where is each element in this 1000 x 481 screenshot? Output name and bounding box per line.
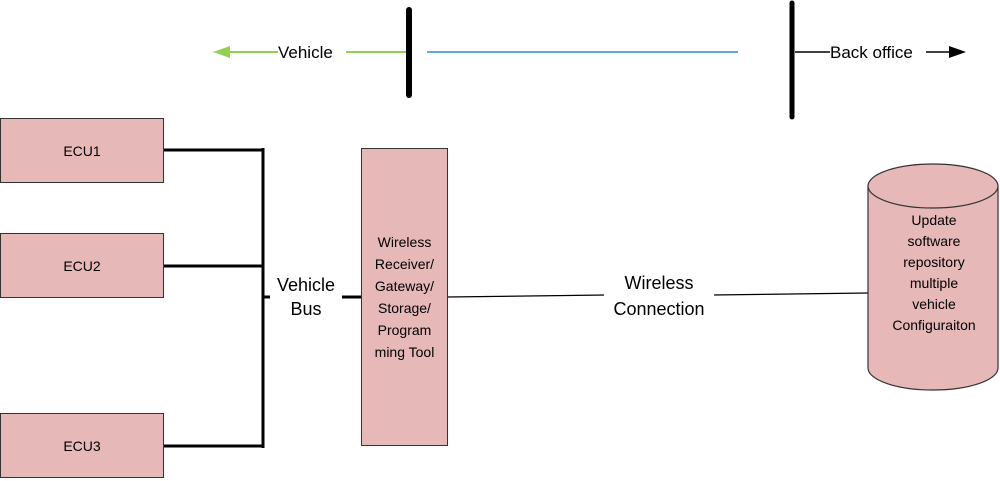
gateway-line: Program: [377, 322, 432, 338]
backoffice-arrowhead: [949, 46, 966, 58]
repository-line: software: [907, 233, 961, 249]
ecu1-box: ECU1: [0, 118, 164, 183]
vehicle-bus-label-line1: Vehicle: [276, 275, 336, 295]
ecu3-box: ECU3: [0, 413, 164, 478]
vehicle-arrowhead: [213, 46, 230, 58]
repository-cylinder-top: [867, 163, 999, 209]
ecu1-label: ECU1: [63, 142, 101, 159]
gateway-line: Gateway/: [374, 278, 435, 294]
wireless-connection-line2: Connection: [613, 299, 705, 319]
vehicle-label: Vehicle: [278, 43, 333, 62]
repository-line: Update: [911, 212, 957, 228]
wireless-connection-line1: Wireless: [624, 273, 694, 293]
back-office-label: Back office: [830, 43, 913, 62]
repository-line: vehicle: [912, 296, 956, 312]
wireless-connection-label: Wireless Connection: [604, 270, 714, 322]
ecu2-box: ECU2: [0, 233, 164, 298]
repository-cylinder-body: [867, 186, 999, 391]
wireless-line-left: [447, 294, 607, 298]
gateway-line: Wireless: [377, 234, 432, 250]
gateway-line: Storage/: [378, 300, 431, 316]
vehicle-bus-label: Vehicle Bus: [270, 273, 342, 321]
repository-line: Configuraiton: [892, 317, 976, 333]
repository-label: Update software repository multiple vehi…: [868, 210, 1000, 336]
gateway-text: Wireless Receiver/ Gateway/ Storage/ Pro…: [375, 231, 435, 363]
repository-line: repository: [903, 254, 965, 270]
ecu2-label: ECU2: [63, 257, 101, 274]
repository-line: multiple: [909, 275, 959, 291]
wireless-line-right: [711, 292, 869, 296]
gateway-line: ming Tool: [374, 344, 435, 360]
ecu3-label: ECU3: [63, 437, 101, 454]
vehicle-bus-label-line2: Bus: [290, 299, 322, 319]
gateway-box: Wireless Receiver/ Gateway/ Storage/ Pro…: [361, 148, 448, 446]
gateway-line: Receiver/: [374, 256, 435, 272]
